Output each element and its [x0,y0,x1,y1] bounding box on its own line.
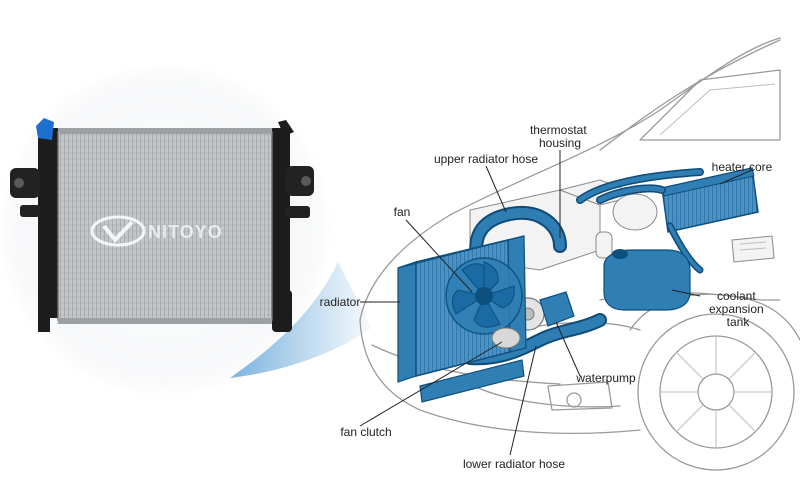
leader-fan-clutch [359,341,503,427]
leader-heater-core [719,169,753,185]
left-tank [38,128,60,318]
left-mount-hole [14,178,24,188]
label-coolant-line1: coolant [717,289,756,303]
heater-hose-outlet [577,169,703,203]
watermark-text: NITOYO [148,222,223,242]
label-thermostat-line2: housing [539,136,581,150]
pump-housing [539,291,575,327]
right-outlet-stub [286,206,310,218]
label-radiator: radiator [320,295,361,309]
fog-lamp-lens [566,392,582,408]
hood-edge [599,39,781,151]
label-fan-clutch: fan clutch [340,425,391,439]
windshield [639,69,781,141]
fan-hub [475,287,493,305]
leader-waterpump [555,321,581,377]
alternator [612,193,658,231]
fan-clutch [491,327,521,349]
front-bumper [359,319,641,435]
car-cutaway [359,37,800,471]
tank-cap [612,249,628,259]
label-coolant-expansion-tank: coolant expansion tank [709,289,767,329]
label-upper-radiator-hose: upper radiator hose [434,152,538,166]
top-bar [58,128,272,134]
leader-coolant-tank [671,289,701,297]
radiator-top [397,235,525,269]
left-foot [38,312,50,332]
watermark-logo-ring [90,215,146,247]
lower-radiator-hose [465,315,605,364]
zoom-beam [230,262,372,378]
label-waterpump: waterpump [575,371,636,385]
blue-filler-cap [36,118,54,140]
leader-fan [405,219,473,293]
coolant-hoses [463,168,704,366]
leader-upper-hose [485,165,507,213]
fan-clutch-body [491,327,521,349]
radiator-left-tank [397,261,417,383]
drain-stub [272,290,292,332]
label-heater-core: heater core [712,160,773,174]
watermark-logo-check [102,220,134,244]
bumper-crease [371,344,561,385]
product-photo: NITOYO [0,62,372,398]
left-mount-bracket [10,168,40,198]
cooling-fan [445,257,523,335]
left-inlet-stub [20,205,40,217]
nitoyo-watermark: NITOYO [90,215,223,247]
label-lower-radiator-hose: lower radiator hose [463,457,565,471]
right-mount-bracket [286,166,314,196]
fog-lamp [547,381,613,411]
rim-spokes [660,336,772,448]
right-cap [278,120,294,136]
radiator-lower-shroud [419,359,525,403]
bottom-bar [58,318,272,324]
windshield-inner [659,83,776,136]
hub [697,373,735,411]
coolant-expansion-tank [603,249,691,311]
upper-radiator-hose [471,207,565,273]
leader-lines [359,150,753,456]
right-mount-hole [301,176,311,186]
radiator-product: NITOYO [10,118,314,332]
tire [637,313,795,471]
label-coolant-line3: tank [727,315,751,329]
lower-grille [469,383,621,408]
control-module-ribs [739,241,767,251]
label-fan: fan [394,205,411,219]
label-thermostat: thermostat housing [530,123,590,150]
heater-hose-inlet [597,185,665,203]
thermostat-housing-body [595,231,613,259]
heater-core [661,167,759,233]
heater-return-line [668,224,702,272]
label-thermostat-line1: thermostat [530,123,587,137]
label-coolant-line2: expansion [709,302,764,316]
leader-lower-hose [509,345,537,456]
right-tank [270,128,290,318]
part-labels: thermostat housing upper radiator hose h… [320,123,773,471]
front-wheel [629,293,800,471]
